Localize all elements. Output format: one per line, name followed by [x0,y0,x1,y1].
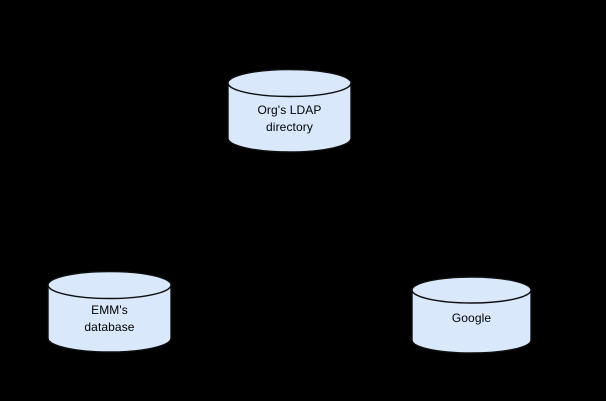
node-orgs-ldap-directory[interactable]: Org's LDAP directory [227,68,352,153]
cylinder-icon [227,68,352,153]
node-google[interactable]: Google [411,276,532,354]
cylinder-icon [47,270,172,353]
cylinder-icon [411,276,532,354]
node-emms-database[interactable]: EMM's database [47,270,172,353]
